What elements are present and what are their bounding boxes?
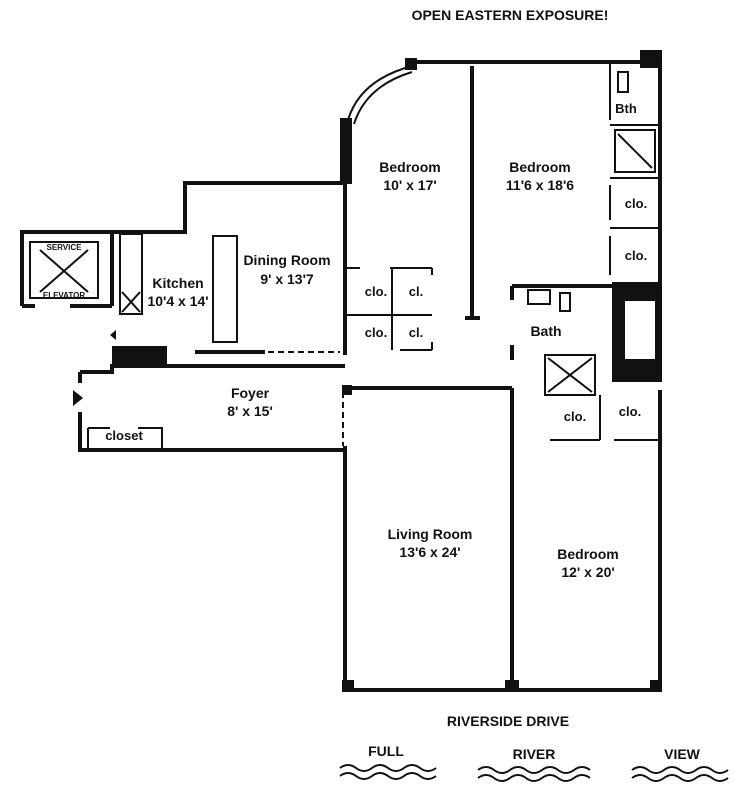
bedroom3-size: 12' x 20' [561, 564, 614, 580]
dining-name: Dining Room [243, 252, 330, 268]
closet-label: cl. [409, 325, 423, 340]
bedroom2-name: Bedroom [509, 159, 570, 175]
view-word: VIEW [664, 746, 701, 762]
closet-label: cl. [409, 284, 423, 299]
bedroom1-size: 10' x 17' [383, 177, 436, 193]
closet-label: clo. [365, 325, 387, 340]
closet-label: clo. [564, 409, 586, 424]
bedroom3-name: Bedroom [557, 546, 618, 562]
living-name: Living Room [388, 526, 473, 542]
view-word: RIVER [513, 746, 556, 762]
living-size: 13'6 x 24' [399, 544, 460, 560]
street-label: RIVERSIDE DRIVE [447, 713, 569, 729]
closet-label: closet [105, 428, 143, 443]
water-waves-icon [339, 764, 729, 782]
closet-label: clo. [619, 404, 641, 419]
dining-size: 9' x 13'7 [260, 271, 314, 287]
walls [20, 50, 662, 692]
foyer-name: Foyer [231, 385, 270, 401]
kitchen-name: Kitchen [152, 275, 203, 291]
elevator-label-bottom: ELEVATOR [43, 291, 85, 300]
elevator-label-top: SERVICE [47, 243, 83, 252]
view-word: FULL [368, 743, 404, 759]
bth-label: Bth [615, 101, 637, 116]
closet-label: clo. [625, 248, 647, 263]
bath-label: Bath [530, 323, 561, 339]
foyer-size: 8' x 15' [227, 403, 273, 419]
bedroom1-name: Bedroom [379, 159, 440, 175]
closet-label: clo. [365, 284, 387, 299]
closet-label: clo. [625, 196, 647, 211]
plan-title: OPEN EASTERN EXPOSURE! [412, 7, 609, 23]
bedroom2-size: 11'6 x 18'6 [506, 177, 574, 193]
kitchen-size: 10'4 x 14' [147, 293, 208, 309]
